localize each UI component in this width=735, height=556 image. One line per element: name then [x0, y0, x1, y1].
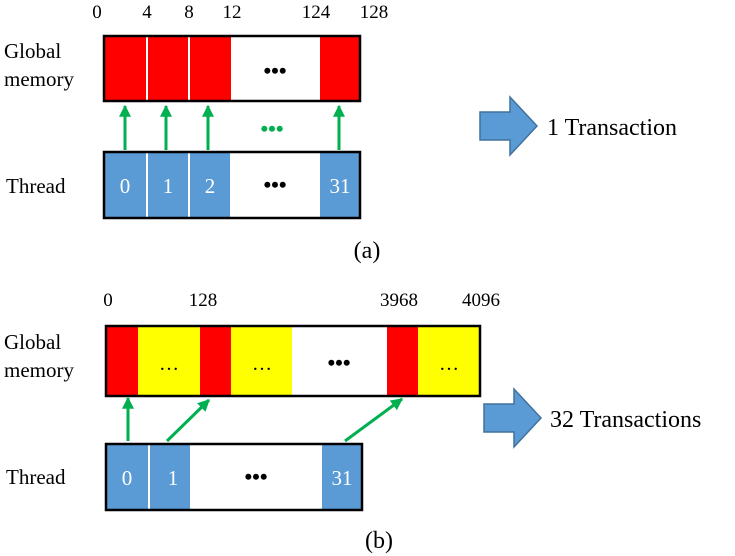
result-arrow-icon	[483, 387, 543, 449]
memory-cell-yellow	[231, 326, 292, 396]
memory-cell-red	[104, 36, 146, 101]
thread-ellipsis: •••	[263, 172, 286, 197]
offset-label: 128	[360, 2, 389, 23]
thread-label: Thread	[6, 465, 66, 489]
thread-id: 1	[163, 174, 174, 198]
offset-label: 128	[189, 290, 218, 311]
panel-a: 0 4 8 12 124 128 Global memory Thread ••…	[4, 2, 677, 264]
memory-cell-red	[320, 36, 360, 101]
thread-id: 31	[330, 174, 351, 198]
memory-ellipsis: •••	[327, 350, 350, 375]
memory-cell-yellow	[138, 326, 200, 396]
yellow-ellipsis: …	[252, 353, 272, 375]
transaction-count: 1 Transaction	[547, 115, 677, 141]
memory-cell-empty	[231, 36, 320, 101]
thread-id: 0	[122, 466, 133, 490]
arrow-ellipsis: •••	[260, 116, 283, 141]
thread-cell	[106, 444, 148, 510]
thread-cell	[150, 444, 190, 510]
thread-id: 1	[168, 466, 179, 490]
thread-ellipsis: •••	[244, 464, 267, 489]
thread-cell	[190, 152, 230, 218]
access-arrow	[165, 398, 211, 443]
thread-label: Thread	[6, 174, 66, 198]
thread-cell	[104, 152, 146, 218]
thread-cell	[320, 152, 360, 218]
global-memory-label-line2: memory	[4, 67, 74, 91]
thread-bar-border	[102, 150, 362, 220]
thread-id: 31	[332, 466, 353, 490]
memory-cell-red	[190, 36, 231, 101]
offset-label: 4096	[462, 290, 500, 311]
memory-cell-empty	[292, 326, 387, 396]
memory-cell-red	[200, 326, 231, 396]
offset-label: 124	[302, 2, 331, 23]
thread-cell-empty	[230, 152, 320, 218]
thread-bar-border	[104, 442, 364, 512]
thread-id: 2	[205, 174, 216, 198]
global-memory-label-line2: memory	[4, 358, 74, 382]
access-arrows-b	[122, 396, 403, 443]
access-arrow	[344, 397, 403, 443]
caption-a: (a)	[354, 238, 381, 264]
memory-bar-border	[102, 34, 362, 103]
memory-cell-yellow	[418, 326, 480, 396]
memory-cell-red	[387, 326, 418, 396]
thread-cell-empty	[190, 444, 322, 510]
offset-label: 12	[223, 2, 242, 23]
global-memory-bar-b: … … ••• …	[104, 324, 482, 398]
yellow-ellipsis: …	[439, 353, 459, 375]
result-arrow-icon	[479, 95, 539, 157]
thread-cell	[322, 444, 362, 510]
offset-label: 0	[103, 290, 113, 311]
offset-label: 0	[92, 2, 102, 23]
transaction-count: 32 Transactions	[550, 407, 701, 433]
memory-ellipsis: •••	[263, 58, 286, 83]
thread-bar-a: 0 1 2 ••• 31	[102, 150, 362, 220]
panel-b: 0 128 3968 4096 Global memory Thread … ……	[4, 290, 701, 554]
global-memory-label-line1: Global	[4, 39, 61, 63]
thread-id: 0	[120, 174, 131, 198]
yellow-ellipsis: …	[159, 353, 179, 375]
access-arrows-a: •••	[119, 104, 345, 150]
memory-cell-red	[148, 36, 188, 101]
thread-cell	[148, 152, 188, 218]
offset-label: 4	[142, 2, 152, 23]
caption-b: (b)	[365, 528, 393, 554]
thread-bar-b: 0 1 ••• 31	[104, 442, 364, 512]
offset-label: 3968	[380, 290, 418, 311]
offset-label: 8	[184, 2, 194, 23]
global-memory-bar-a: •••	[102, 34, 362, 103]
memory-cell-red	[106, 326, 138, 396]
memory-bar-border	[104, 324, 482, 398]
global-memory-label-line1: Global	[4, 330, 61, 354]
